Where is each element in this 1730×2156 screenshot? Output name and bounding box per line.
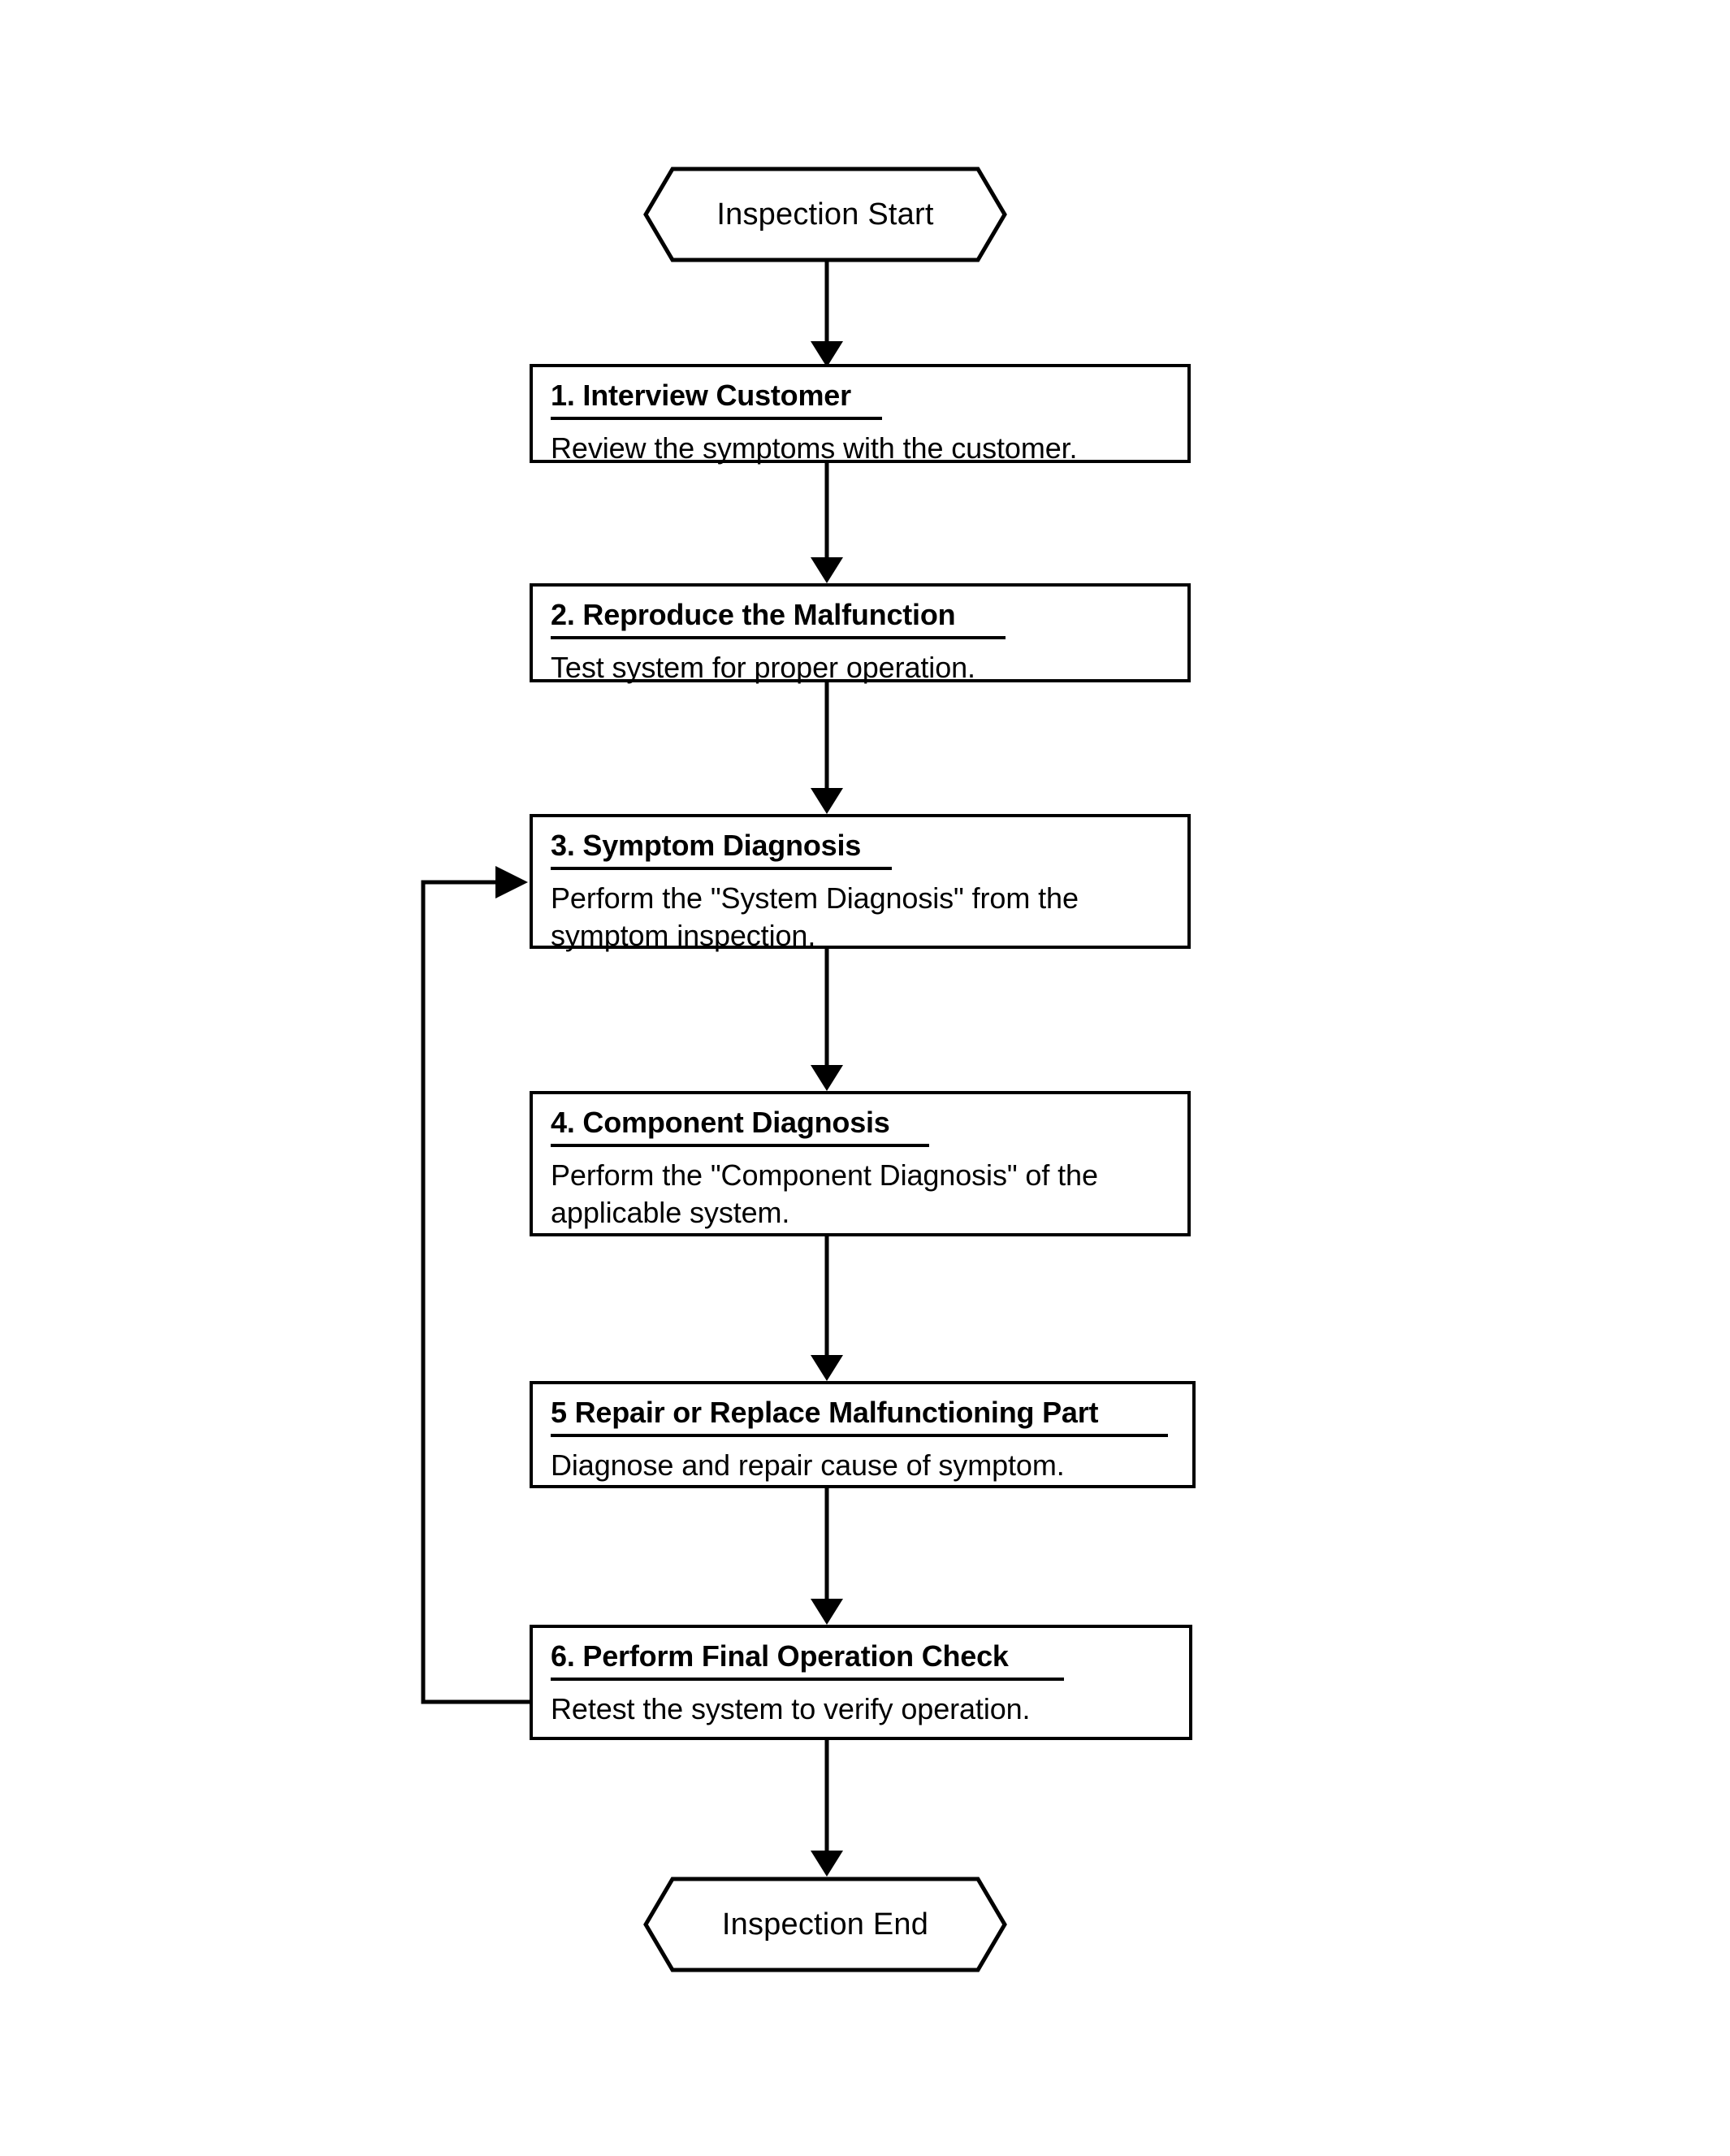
hexagon-shape [643, 1877, 1007, 1972]
connector-step-4-to-step-5 [811, 1236, 843, 1381]
step-1-body: Review the symptoms with the customer. [551, 431, 1078, 465]
connector-step-6-to-end [811, 1740, 843, 1877]
process-box-step-1: 1. Interview Customer Review the symptom… [530, 364, 1191, 465]
step-1-title: 1. Interview Customer [551, 380, 882, 421]
connector-step-5-to-step-6 [811, 1488, 843, 1625]
step-5-title: 5 Repair or Replace Malfunctioning Part [551, 1397, 1169, 1438]
start-terminator-label: Inspection Start [716, 197, 934, 232]
step-2-title: 2. Reproduce the Malfunction [551, 600, 1006, 640]
connector-feedback-step-6-to-step-3 [421, 866, 530, 1704]
process-box-step-5: 5 Repair or Replace Malfunctioning Part … [530, 1381, 1196, 1488]
connector-start-to-step-1 [811, 262, 843, 367]
step-3-title: 3. Symptom Diagnosis [551, 830, 893, 871]
step-4-body: Perform the "Component Diagnosis" of the… [551, 1158, 1098, 1229]
process-box-step-6: 6. Perform Final Operation Check Retest … [530, 1625, 1192, 1740]
end-terminator-label: Inspection End [721, 1907, 929, 1942]
step-5-title-row: 5 Repair or Replace Malfunctioning Part [533, 1384, 1192, 1438]
process-box-step-4: 4. Component Diagnosis Perform the "Comp… [530, 1091, 1191, 1236]
connector-step-1-to-step-2 [811, 463, 843, 583]
step-6-title-row: 6. Perform Final Operation Check [533, 1628, 1189, 1682]
step-4-title-row: 4. Component Diagnosis [533, 1094, 1187, 1148]
connector-step-2-to-step-3 [811, 682, 843, 814]
hexagon-shape [643, 167, 1007, 262]
start-terminator: Inspection Start [643, 167, 1007, 262]
process-box-step-2: 2. Reproduce the Malfunction Test system… [530, 583, 1191, 684]
step-1-title-row: 1. Interview Customer [533, 367, 1187, 421]
step-4-title: 4. Component Diagnosis [551, 1107, 929, 1148]
step-2-title-row: 2. Reproduce the Malfunction [533, 587, 1187, 640]
step-2-body: Test system for proper operation. [551, 651, 975, 685]
step-6-body: Retest the system to verify operation. [551, 1692, 1031, 1726]
connector-step-3-to-step-4 [811, 949, 843, 1091]
step-5-body: Diagnose and repair cause of symptom. [551, 1448, 1065, 1483]
step-3-body: Perform the "System Diagnosis" from the … [551, 881, 1079, 952]
step-3-title-row: 3. Symptom Diagnosis [533, 817, 1187, 871]
process-box-step-3: 3. Symptom Diagnosis Perform the "System… [530, 814, 1191, 952]
end-terminator: Inspection End [643, 1877, 1007, 1972]
step-6-title: 6. Perform Final Operation Check [551, 1641, 1064, 1682]
